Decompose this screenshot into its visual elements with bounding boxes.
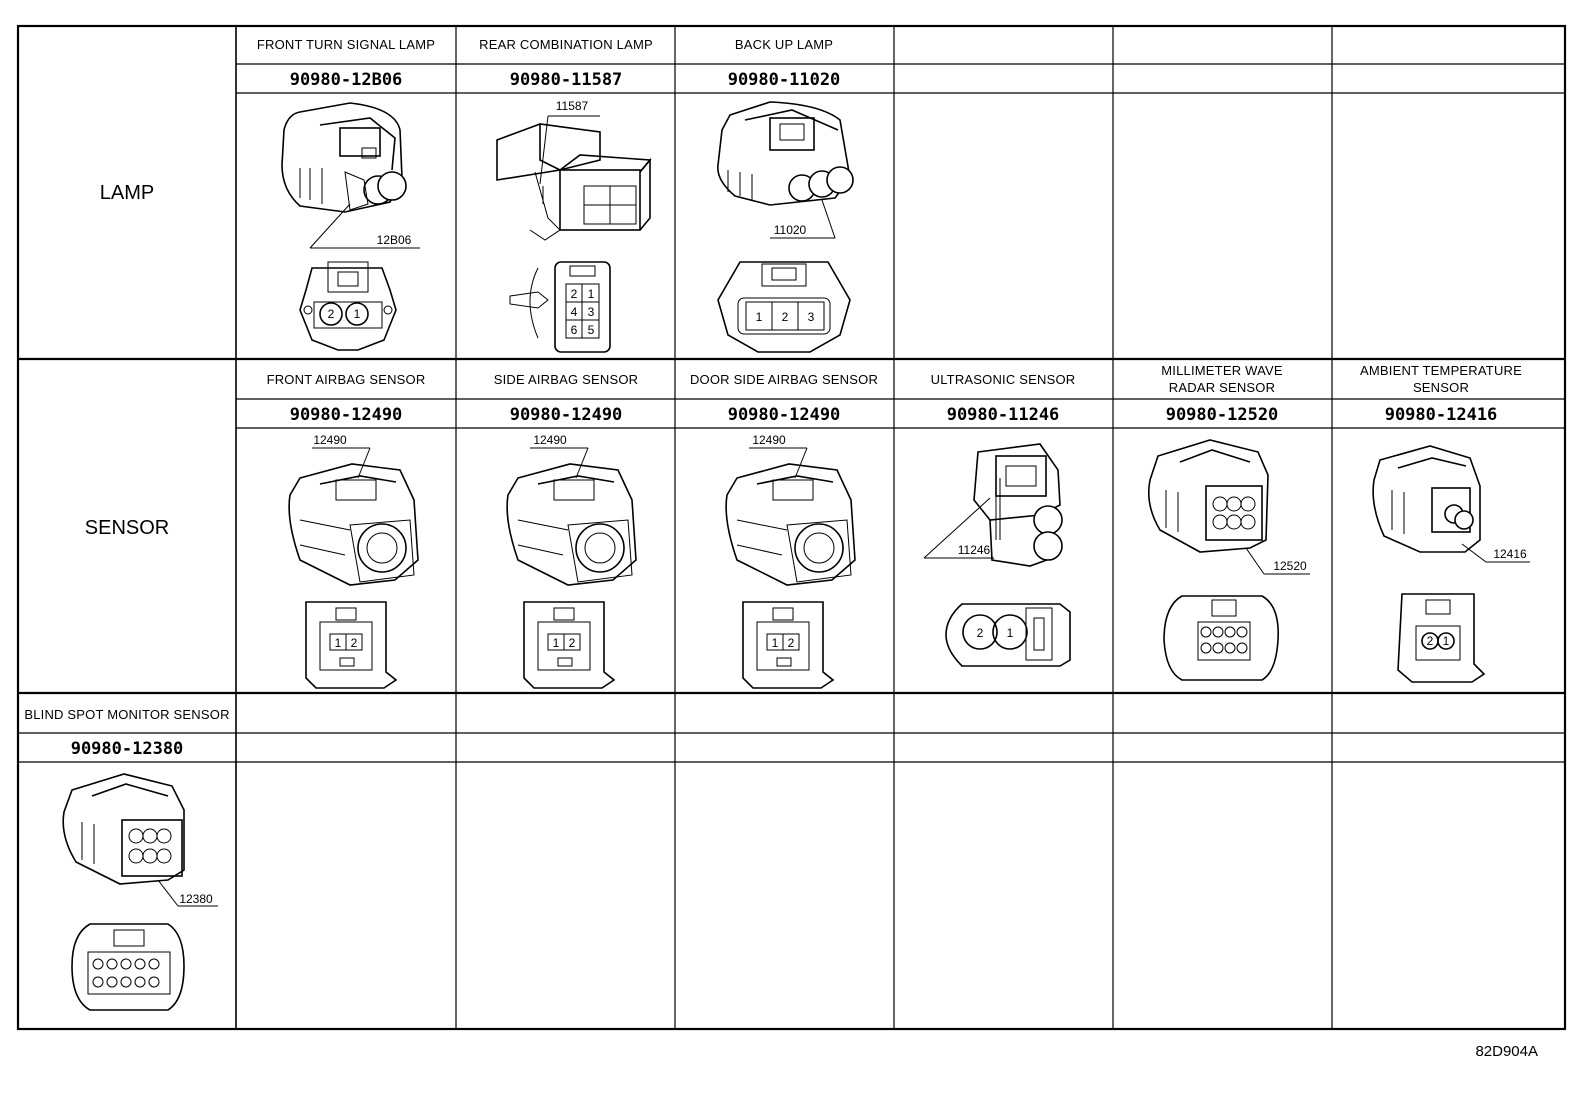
connector-drawing-door-side-airbag (725, 447, 856, 586)
part-number-door-side-airbag: 90980-12490 (728, 405, 841, 425)
category-blind-spot: BLIND SPOT MONITOR SENSOR (24, 707, 229, 722)
header-ultrasonic-sensor: ULTRASONIC SENSOR (931, 372, 1076, 387)
connector-drawing-12416 (1372, 445, 1530, 563)
pin-side-airbag-2: 2 (569, 636, 576, 650)
pin-11587-1: 2 (571, 287, 578, 301)
header-millimeter-wave-line1: MILLIMETER WAVE (1161, 363, 1283, 378)
connector-drawing-side-airbag (506, 447, 637, 586)
connector-face-12520 (1163, 595, 1279, 681)
callout-side-airbag: 12490 (533, 433, 567, 447)
callout-12416: 12416 (1493, 547, 1527, 561)
connector-face-12416 (1397, 593, 1486, 683)
header-side-airbag-sensor: SIDE AIRBAG SENSOR (494, 372, 638, 387)
header-millimeter-wave-line2: RADAR SENSOR (1169, 380, 1275, 395)
header-front-turn-signal-lamp: FRONT TURN SIGNAL LAMP (257, 37, 435, 52)
connector-drawing-12b06 (281, 102, 420, 249)
pin-11246-a: 2 (977, 626, 984, 640)
connector-drawing-11587 (496, 115, 652, 241)
callout-12b06: 12B06 (377, 233, 412, 247)
header-rear-combination-lamp: REAR COMBINATION LAMP (479, 37, 653, 52)
pin-11020-2: 2 (782, 310, 789, 324)
connector-drawing-front-airbag (288, 447, 419, 586)
connector-drawing-11020 (717, 101, 854, 239)
callout-door-side-airbag: 12490 (752, 433, 786, 447)
pin-12b06-b: 1 (354, 307, 361, 321)
connector-drawing-12380 (62, 773, 218, 907)
pin-door-side-airbag-1: 1 (772, 636, 779, 650)
header-front-airbag-sensor: FRONT AIRBAG SENSOR (267, 372, 426, 387)
pin-12416-b: 1 (1443, 634, 1450, 648)
pin-11587-5: 6 (571, 323, 578, 337)
connector-face-11020 (717, 261, 851, 353)
connector-drawing-11246 (923, 443, 1063, 567)
pin-12416-a: 2 (1427, 634, 1434, 648)
connector-face-12380 (71, 923, 185, 1011)
part-number-front-turn-signal: 90980-12B06 (290, 70, 403, 90)
part-number-rear-combination: 90980-11587 (510, 70, 623, 90)
drawing-code: 82D904A (1475, 1043, 1538, 1060)
part-number-side-airbag: 90980-12490 (510, 405, 623, 425)
header-back-up-lamp: BACK UP LAMP (735, 37, 833, 52)
connector-face-front-airbag (305, 601, 398, 689)
part-number-ambient-temp: 90980-12416 (1385, 405, 1498, 425)
pin-door-side-airbag-2: 2 (788, 636, 795, 650)
callout-11020: 11020 (774, 223, 807, 237)
part-number-millimeter-wave: 90980-12520 (1166, 405, 1279, 425)
callout-11587: 11587 (556, 99, 589, 113)
pin-12b06-a: 2 (328, 307, 335, 321)
table-grid (16, 24, 1567, 1031)
callout-11246: 11246 (958, 543, 991, 557)
pin-front-airbag-2: 2 (351, 636, 358, 650)
pin-11246-b: 1 (1007, 626, 1014, 640)
pin-11020-1: 1 (756, 310, 763, 324)
part-number-back-up: 90980-11020 (728, 70, 841, 90)
part-number-blind-spot: 90980-12380 (71, 739, 184, 759)
pin-11587-6: 5 (588, 323, 595, 337)
pin-11587-2: 1 (588, 287, 595, 301)
pin-11587-4: 3 (588, 305, 595, 319)
callout-front-airbag: 12490 (313, 433, 347, 447)
connector-face-door-side-airbag (742, 601, 835, 689)
connector-drawing-12520 (1147, 439, 1310, 575)
header-door-side-airbag-sensor: DOOR SIDE AIRBAG SENSOR (690, 372, 878, 387)
category-lamp: LAMP (100, 182, 154, 204)
pin-11587-3: 4 (571, 305, 578, 319)
connector-face-11246 (945, 603, 1071, 667)
pin-side-airbag-1: 1 (553, 636, 560, 650)
part-number-front-airbag: 90980-12490 (290, 405, 403, 425)
connector-face-11587 (509, 261, 611, 353)
pin-front-airbag-1: 1 (335, 636, 342, 650)
category-sensor: SENSOR (85, 517, 169, 539)
part-number-ultrasonic: 90980-11246 (947, 405, 1060, 425)
connector-face-12b06 (299, 261, 397, 351)
callout-12380: 12380 (179, 892, 213, 906)
pin-11020-3: 3 (808, 310, 815, 324)
connector-face-side-airbag (523, 601, 616, 689)
header-ambient-temp-line2: SENSOR (1413, 380, 1469, 395)
header-ambient-temp-line1: AMBIENT TEMPERATURE (1360, 363, 1522, 378)
callout-12520: 12520 (1273, 559, 1307, 573)
